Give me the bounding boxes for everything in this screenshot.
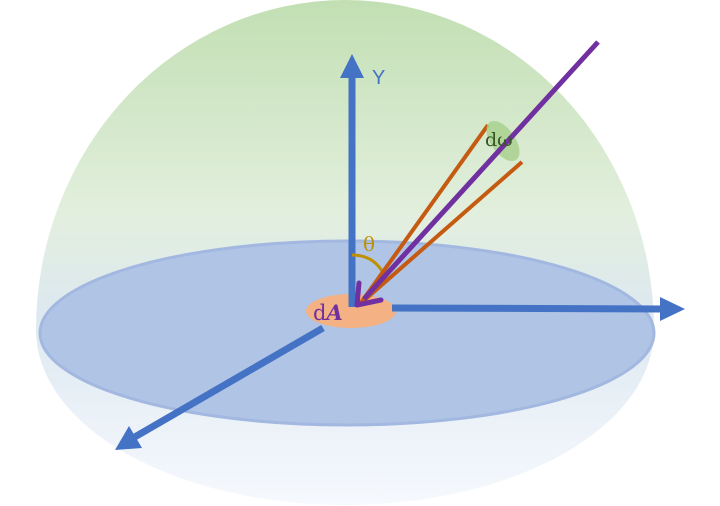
coordinate-axes [115, 54, 685, 450]
incident-ray [354, 40, 600, 308]
y-axis-label: Y [372, 67, 385, 89]
cone-edge-right [358, 160, 524, 306]
solid-angle-cone [358, 120, 524, 306]
area-label-prefix: d [313, 301, 326, 325]
y-axis-arrowhead [340, 54, 364, 78]
z-axis-arrow [131, 324, 325, 442]
cone-edge-left [358, 123, 490, 306]
z-axis-arrowhead [115, 426, 142, 450]
solid-angle-cap [486, 120, 520, 162]
surface-plane-disc [38, 239, 656, 427]
area-label: dA [313, 300, 343, 325]
theta-angle-arc [351, 253, 384, 272]
incident-ray-line [362, 40, 600, 301]
incident-ray-arrowhead [354, 280, 384, 308]
solid-angle-label: dω [485, 129, 513, 151]
x-axis-arrow [391, 304, 663, 313]
x-axis-arrowhead [660, 297, 685, 321]
theta-label: θ [363, 232, 375, 256]
area-label-variable: A [324, 300, 342, 325]
